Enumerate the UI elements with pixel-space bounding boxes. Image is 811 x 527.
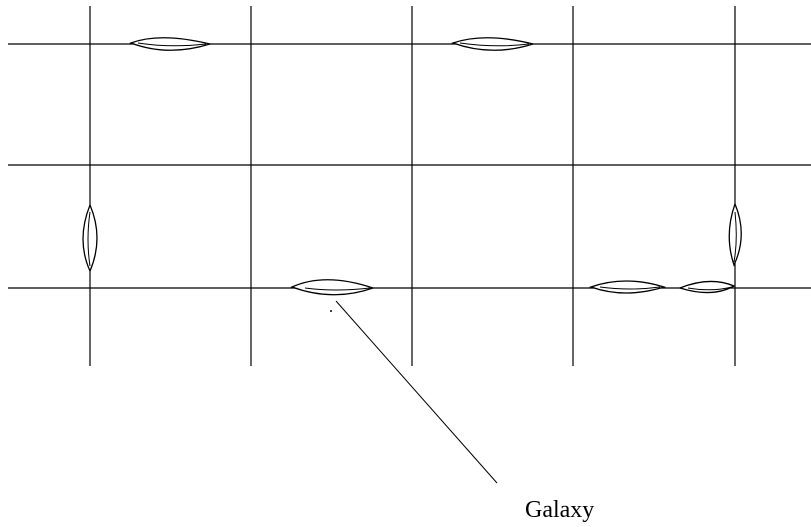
galaxy-shape — [129, 37, 213, 51]
label-leader-line — [335, 300, 498, 484]
galaxy-shape — [82, 203, 98, 273]
galaxy-shape — [451, 37, 536, 51]
galaxy-label: Galaxy — [525, 497, 594, 523]
galaxy-shape — [290, 279, 376, 296]
galaxy-shape — [678, 280, 736, 294]
galaxy-shape — [728, 202, 742, 267]
galaxy-point-marker — [330, 310, 332, 312]
galaxy-shape — [589, 280, 667, 294]
